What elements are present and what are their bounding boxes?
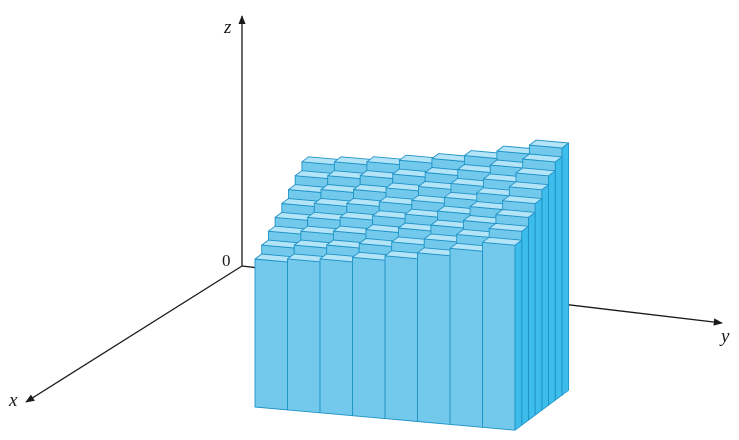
column-front-face xyxy=(254,258,288,411)
column-front-face xyxy=(449,247,483,428)
column-side-face xyxy=(521,225,529,426)
column-front-face xyxy=(482,241,516,431)
column-front-face xyxy=(319,258,353,417)
column-top-face xyxy=(508,181,549,191)
axis-labels: z x y 0 xyxy=(8,17,730,411)
x-axis-line xyxy=(25,265,243,403)
column-side-face xyxy=(527,211,536,421)
column-top-face xyxy=(522,153,563,163)
column-prisms xyxy=(254,139,570,431)
z-axis-label: z xyxy=(223,17,232,38)
column-top-face xyxy=(488,222,529,232)
column-top-face xyxy=(495,209,536,218)
column-front-face xyxy=(417,252,451,425)
column-side-face xyxy=(548,170,556,406)
column-front-face xyxy=(384,255,418,422)
column-front-face xyxy=(352,256,386,420)
column-front-face xyxy=(287,258,321,414)
column-side-face xyxy=(514,239,523,431)
origin-label: 0 xyxy=(222,251,231,270)
y-axis-label: y xyxy=(719,326,730,347)
column-side-face xyxy=(554,156,563,401)
column-top-face xyxy=(502,195,543,205)
x-axis-label: x xyxy=(8,390,18,411)
column-side-face xyxy=(534,198,543,416)
column-side-face xyxy=(561,142,570,396)
column-side-face xyxy=(541,184,549,411)
column-top-face xyxy=(515,167,556,177)
column-top-face xyxy=(482,236,523,246)
column-top-face xyxy=(528,139,570,149)
